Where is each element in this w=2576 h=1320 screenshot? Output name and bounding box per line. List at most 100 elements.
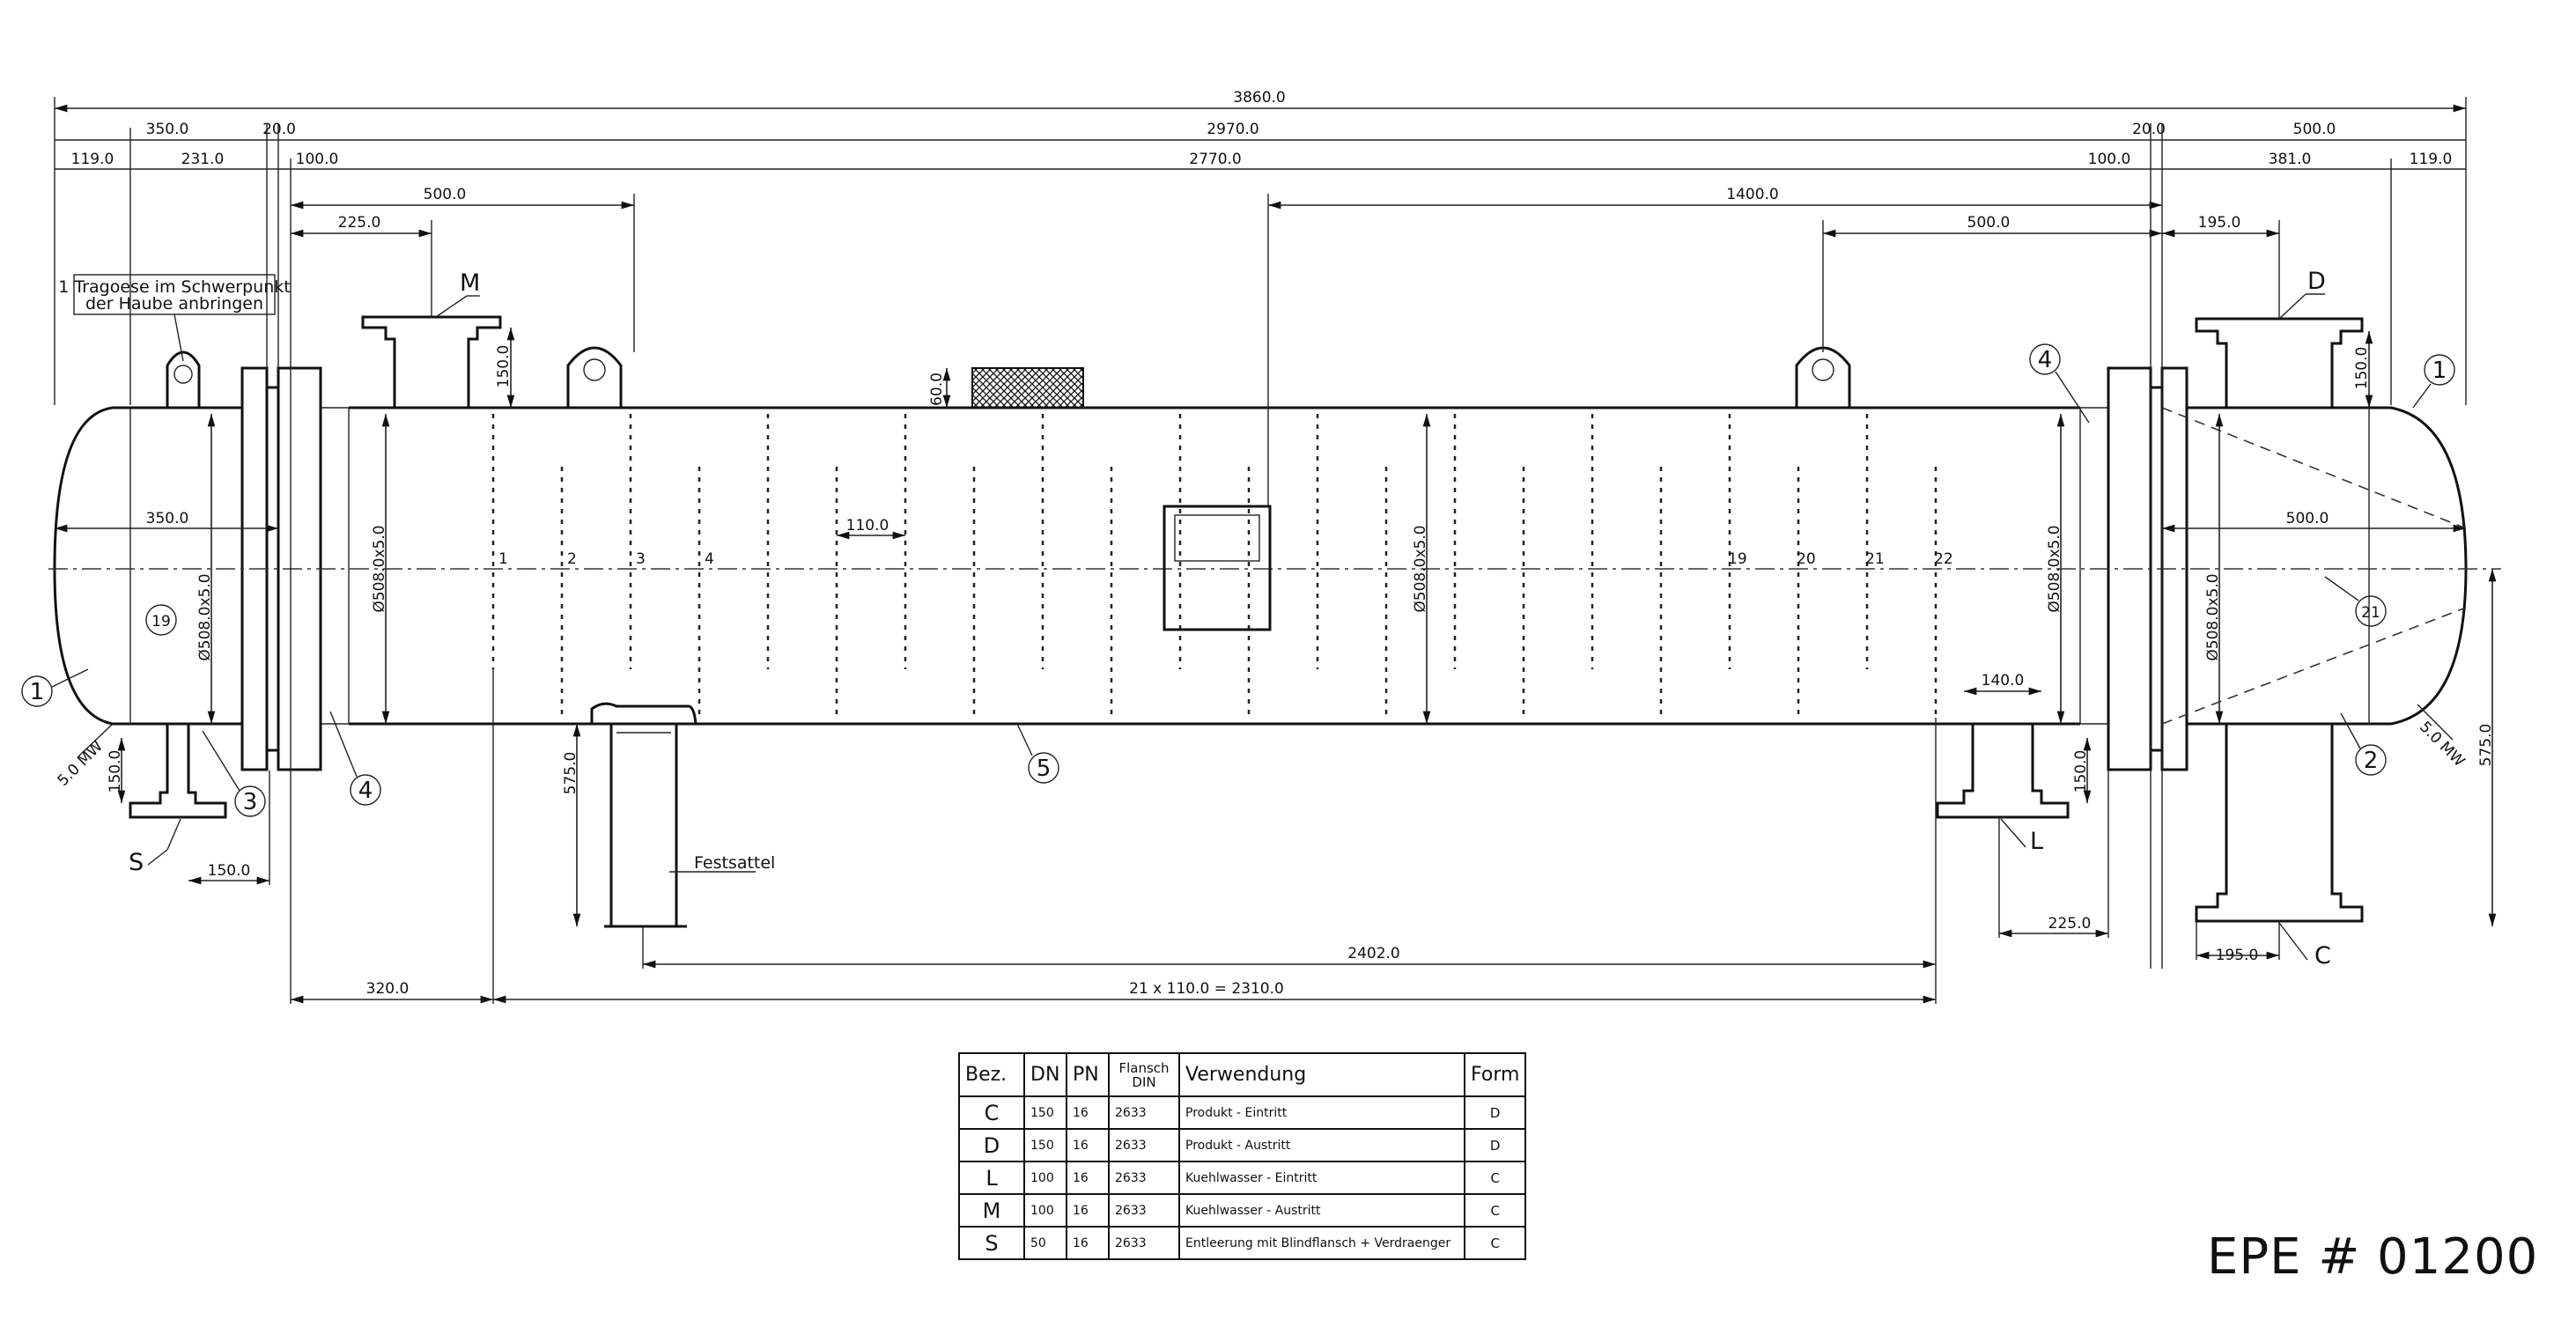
dim-flange-right: 20.0 bbox=[2132, 121, 2166, 138]
table-row: C 150 16 2633 Produkt - Eintritt D bbox=[958, 1095, 1527, 1130]
header-verwendung: Verwendung bbox=[1178, 1052, 1465, 1097]
dim-right-500: 500.0 bbox=[1967, 214, 2011, 232]
lug-shell-left bbox=[566, 346, 623, 409]
cell-use: Kuehlwasser - Eintritt bbox=[1178, 1161, 1465, 1195]
cell-form: C bbox=[1463, 1161, 1527, 1195]
cell-dn: 150 bbox=[1023, 1095, 1067, 1130]
dim-saddle-height: 575.0 bbox=[562, 752, 579, 795]
balloon-neck-left: 3 bbox=[243, 789, 258, 815]
cell-dn: 100 bbox=[1023, 1193, 1067, 1228]
dim-dia-shell-left: Ø508.0x5.0 bbox=[371, 525, 388, 612]
saddle-label: Festsattel bbox=[694, 853, 775, 873]
balloon-head-body-right: 2 bbox=[2364, 748, 2379, 774]
header-flansch-top: Flansch bbox=[1118, 1059, 1170, 1076]
dim-noz-c-195: 195.0 bbox=[2216, 947, 2259, 964]
document-stamp: EPE # 01200 bbox=[2207, 1228, 2539, 1286]
cell-din: 2633 bbox=[1108, 1095, 1180, 1130]
dim-baffle-pitch: 110.0 bbox=[846, 517, 889, 535]
dim-baffle-total: 21 x 110.0 = 2310.0 bbox=[1129, 980, 1284, 998]
dim-shell: 2970.0 bbox=[1207, 121, 1258, 138]
dim-right-head: 500.0 bbox=[2293, 121, 2336, 138]
dim-flange-left: 20.0 bbox=[262, 121, 296, 138]
weld-marks: 5.0 MW 5.0 MW bbox=[55, 704, 2469, 790]
table-row: M 100 16 2633 Kuehlwasser - Austritt C bbox=[958, 1193, 1527, 1228]
dim-head-inner-500: 500.0 bbox=[2286, 510, 2329, 527]
baffle-number-1: 1 bbox=[498, 550, 508, 568]
balloon-shell: 5 bbox=[1037, 756, 1052, 782]
dim-support-60: 60.0 bbox=[928, 372, 946, 406]
cell-form: D bbox=[1463, 1128, 1527, 1162]
dim-dia-head-right: Ø508.0x5.0 bbox=[2204, 573, 2222, 660]
dim-left-119: 119.0 bbox=[71, 151, 114, 168]
cell-form: D bbox=[1463, 1095, 1527, 1130]
cell-form: C bbox=[1463, 1193, 1527, 1228]
table-row: D 150 16 2633 Produkt - Austritt D bbox=[958, 1128, 1527, 1162]
cell-pn: 16 bbox=[1066, 1161, 1110, 1195]
dim-noz-m-225: 225.0 bbox=[338, 214, 381, 232]
balloon-head-right: 1 bbox=[2432, 358, 2447, 384]
fixed-saddle bbox=[590, 702, 698, 928]
balloon-21: 21 bbox=[2361, 604, 2380, 622]
cell-bez: C bbox=[958, 1095, 1025, 1130]
dimension-texts: 3860.0 350.0 20.0 2970.0 20.0 500.0 119.… bbox=[71, 89, 2495, 998]
note-line-2: der Haube anbringen bbox=[85, 294, 263, 313]
cell-pn: 16 bbox=[1066, 1193, 1110, 1228]
nozzle-table: Bez. DN PN Flansch DIN Verwendung Form C… bbox=[958, 1052, 1527, 1260]
baffle-number-4: 4 bbox=[705, 550, 714, 568]
baffle-number-3: 3 bbox=[636, 550, 646, 568]
dim-noz-d-height: 150.0 bbox=[2353, 347, 2371, 390]
dim-noz-l-140: 140.0 bbox=[1982, 672, 2025, 689]
nozzle-l bbox=[1936, 724, 2070, 819]
center-box-outer bbox=[1163, 505, 1272, 631]
cell-form: C bbox=[1463, 1226, 1527, 1260]
baffle-number-2: 2 bbox=[567, 550, 577, 568]
dim-left-320: 320.0 bbox=[366, 980, 410, 998]
cell-bez: D bbox=[958, 1128, 1025, 1162]
dim-dia-shell-right: Ø508.0x5.0 bbox=[2046, 525, 2063, 612]
balloon-head-left: 1 bbox=[30, 679, 45, 705]
dim-noz-m-500: 500.0 bbox=[424, 186, 467, 203]
cell-pn: 16 bbox=[1066, 1128, 1110, 1162]
right-head bbox=[2369, 406, 2468, 726]
cell-use: Kuehlwasser - Austritt bbox=[1178, 1193, 1465, 1228]
left-head bbox=[53, 406, 130, 726]
dim-inner-left-100: 100.0 bbox=[296, 151, 339, 168]
nozzle-letter-s: S bbox=[129, 849, 144, 876]
dim-noz-s-height: 150.0 bbox=[107, 750, 124, 793]
header-flansch: Flansch DIN bbox=[1108, 1052, 1180, 1097]
nozzle-m bbox=[361, 315, 502, 408]
nozzle-d bbox=[2195, 317, 2364, 408]
table-row: S 50 16 2633 Entleerung mit Blindflansch… bbox=[958, 1226, 1527, 1260]
cell-pn: 16 bbox=[1066, 1095, 1110, 1130]
dim-span-2402: 2402.0 bbox=[1347, 945, 1399, 962]
dim-noz-s-150: 150.0 bbox=[208, 862, 251, 880]
lug-left bbox=[166, 350, 201, 409]
weld-left: 5.0 MW bbox=[55, 737, 107, 789]
nozzle-letter-m: M bbox=[460, 269, 480, 297]
baffle-numbers: 1 2 3 4 19 20 21 22 bbox=[498, 550, 1953, 568]
header-flansch-bottom: DIN bbox=[1132, 1073, 1156, 1090]
cell-din: 2633 bbox=[1108, 1128, 1180, 1162]
nozzle-c bbox=[2195, 724, 2364, 923]
nozzle-letter-d: D bbox=[2307, 268, 2326, 295]
cell-din: 2633 bbox=[1108, 1161, 1180, 1195]
balloon-flange-right: 4 bbox=[2038, 347, 2053, 373]
weld-right: 5.0 MW bbox=[2416, 719, 2468, 771]
lifting-lugs bbox=[166, 346, 1871, 409]
header-pn: PN bbox=[1066, 1052, 1110, 1097]
table-header-row: Bez. DN PN Flansch DIN Verwendung Form bbox=[958, 1052, 1527, 1097]
cell-bez: L bbox=[958, 1161, 1025, 1195]
balloons: 1 1 3 4 4 5 2 19 21 bbox=[21, 343, 2455, 817]
cell-bez: S bbox=[958, 1226, 1025, 1260]
dim-left-head: 350.0 bbox=[146, 121, 189, 138]
balloon-19: 19 bbox=[151, 613, 171, 631]
cell-dn: 50 bbox=[1023, 1226, 1067, 1260]
center-box-inner bbox=[1174, 514, 1260, 562]
table-row: L 100 16 2633 Kuehlwasser - Eintritt C bbox=[958, 1161, 1527, 1195]
dim-overall: 3860.0 bbox=[1233, 89, 1285, 107]
baffle-number-19: 19 bbox=[1728, 550, 1747, 568]
nozzle-letter-l: L bbox=[2030, 828, 2043, 855]
dim-noz-d-195: 195.0 bbox=[2198, 214, 2241, 232]
nozzle-letters: M D S L C bbox=[129, 268, 2331, 970]
